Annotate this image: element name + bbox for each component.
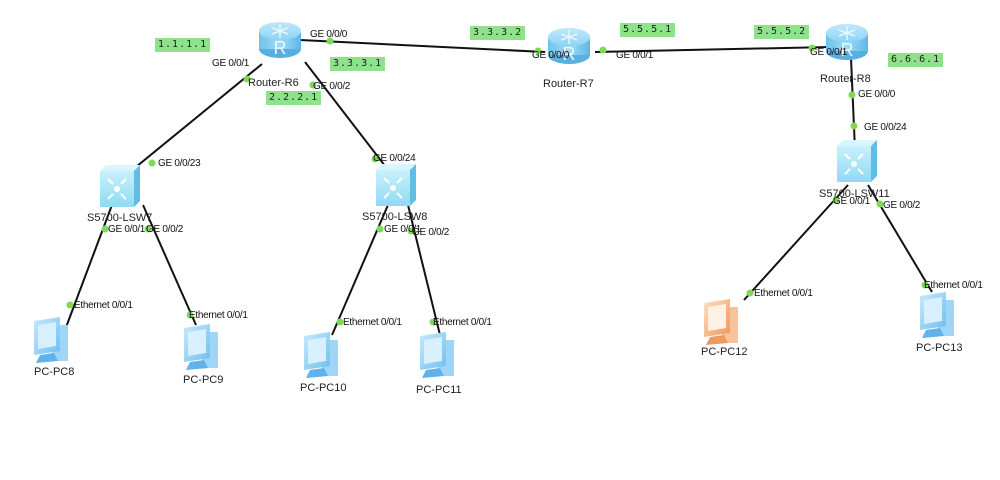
link-r6-r7[interactable]: [299, 39, 546, 53]
port-label: GE 0/0/24: [373, 153, 416, 164]
ip-label[interactable]: 1.1.1.1: [155, 38, 211, 52]
port-dot: [429, 318, 437, 326]
port-label: GE 0/0/24: [864, 122, 907, 133]
port-label: Ethernet 0/0/1: [74, 300, 133, 311]
port-label: GE 0/0/1: [810, 47, 848, 58]
port-dot: [326, 37, 334, 45]
ip-label[interactable]: 5.5.5.2: [754, 25, 810, 39]
port-label: GE 0/0/1: [212, 58, 250, 69]
port-dot: [848, 91, 856, 99]
port-dot: [371, 155, 379, 163]
svg-text:R: R: [563, 44, 576, 64]
port-label: Ethernet 0/0/1: [924, 280, 983, 291]
port-dot: [407, 227, 415, 235]
switch-sw11-icon[interactable]: [837, 140, 877, 182]
port-dot: [534, 47, 542, 55]
link-sw8-pc10[interactable]: [331, 204, 389, 336]
pc-pc9-icon[interactable]: [184, 324, 218, 370]
port-label: GE 0/0/1: [108, 224, 146, 235]
port-dot: [336, 318, 344, 326]
link-r8-sw11[interactable]: [850, 57, 856, 151]
switch-sw7-icon[interactable]: [100, 165, 140, 207]
switch-sw8-icon[interactable]: [376, 164, 416, 206]
port-dot: [243, 75, 251, 83]
pc-pc8-icon[interactable]: [34, 317, 68, 363]
port-label: Ethernet 0/0/1: [433, 317, 492, 328]
device-name-sw11: S5700-LSW11: [819, 188, 890, 200]
link-sw11-pc12[interactable]: [743, 184, 849, 301]
link-r6-sw8[interactable]: [304, 61, 393, 176]
pc-pc11-icon[interactable]: [420, 332, 454, 378]
svg-text:R: R: [841, 40, 854, 60]
port-dot: [832, 196, 840, 204]
device-name-pc12: PC-PC12: [701, 346, 748, 358]
ip-label[interactable]: 5.5.5.1: [620, 23, 676, 37]
port-dot: [101, 225, 109, 233]
device-name-sw8: S5700-LSW8: [362, 211, 428, 223]
pc-pc10-icon[interactable]: [304, 332, 338, 378]
device-name-sw7: S5700-LSW7: [87, 212, 153, 224]
port-label: GE 0/0/23: [158, 158, 201, 169]
port-label: GE 0/0/2: [412, 227, 450, 238]
port-label: GE 0/0/0: [858, 89, 896, 100]
port-dot: [148, 159, 156, 167]
port-label: GE 0/0/1: [384, 224, 422, 235]
device-name-r8: Router-R8: [820, 73, 871, 85]
port-label: GE 0/0/2: [883, 200, 921, 211]
port-dot: [850, 122, 858, 130]
pc-pc12-icon[interactable]: [704, 299, 738, 345]
port-dot: [876, 200, 884, 208]
pc-pc13-icon[interactable]: [920, 292, 954, 338]
ip-label[interactable]: 6.6.6.1: [888, 53, 944, 67]
svg-text:R: R: [274, 38, 287, 58]
port-label: Ethernet 0/0/1: [343, 317, 402, 328]
link-r7-r8[interactable]: [594, 46, 831, 53]
port-dot: [746, 289, 754, 297]
link-sw8-pc11[interactable]: [407, 204, 441, 336]
port-dot: [309, 81, 317, 89]
device-name-pc10: PC-PC10: [300, 382, 347, 394]
device-name-r7: Router-R7: [543, 78, 594, 90]
port-dot: [144, 225, 152, 233]
port-label: GE 0/0/1: [833, 196, 871, 207]
port-dot: [66, 301, 74, 309]
port-label: GE 0/0/2: [146, 224, 184, 235]
device-name-pc8: PC-PC8: [34, 366, 75, 378]
ip-label[interactable]: 2.2.2.1: [266, 91, 322, 105]
port-label: GE 0/0/0: [532, 50, 570, 61]
port-label: GE 0/0/2: [313, 81, 351, 92]
router-r8-icon[interactable]: R: [826, 24, 868, 60]
port-dots: [66, 37, 929, 326]
router-r6-icon[interactable]: R: [259, 22, 301, 58]
port-label: Ethernet 0/0/1: [754, 288, 813, 299]
port-dot: [599, 46, 607, 54]
port-dot: [186, 311, 194, 319]
port-dot: [808, 44, 816, 52]
link-r6-sw7[interactable]: [119, 63, 263, 181]
ip-label[interactable]: 3.3.3.2: [470, 26, 526, 40]
device-name-pc11: PC-PC11: [416, 384, 462, 396]
ip-label[interactable]: 3.3.3.1: [330, 57, 386, 71]
router-r7-icon[interactable]: R: [548, 28, 590, 64]
port-label: GE 0/0/1: [616, 50, 654, 61]
port-dot: [376, 225, 384, 233]
port-label: GE 0/0/0: [310, 29, 348, 40]
device-name-r6: Router-R6: [248, 77, 299, 89]
port-label: Ethernet 0/0/1: [189, 310, 248, 321]
device-name-pc9: PC-PC9: [183, 374, 224, 386]
device-name-pc13: PC-PC13: [916, 342, 963, 354]
link-sw7-pc9[interactable]: [142, 204, 197, 326]
port-dot: [921, 281, 929, 289]
